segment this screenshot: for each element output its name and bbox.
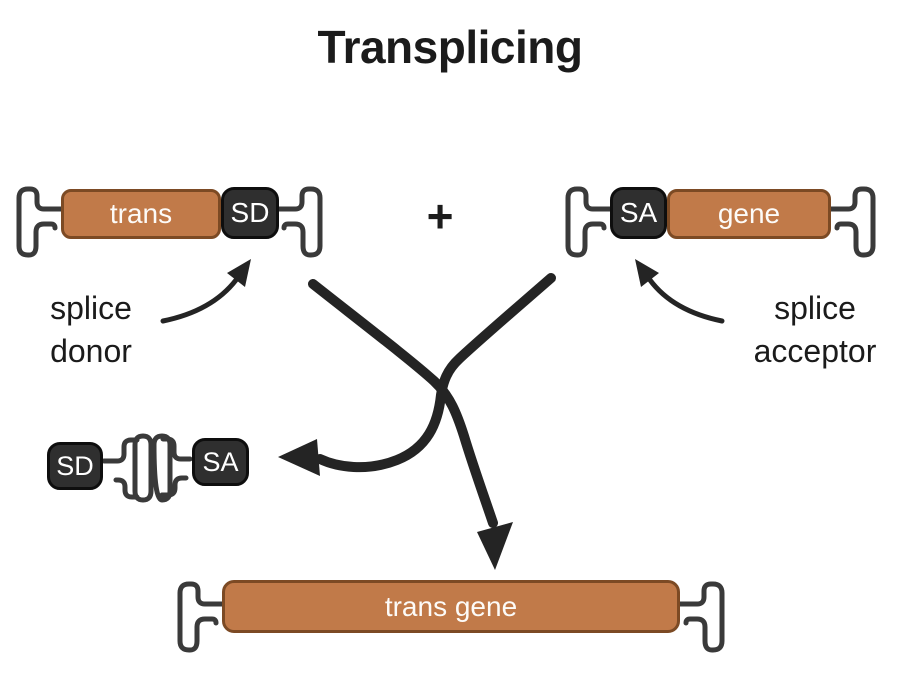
donor-vector-trans-segment: trans [61, 189, 221, 239]
itr-hairpin-icon [680, 584, 722, 650]
crossover-arrow-to-junction-icon [278, 273, 556, 476]
sa-segment-label: SA [619, 197, 658, 228]
splice-donor-label: splice donor [21, 287, 161, 373]
itr-hairpin-icon [568, 189, 610, 255]
trans-segment-label: trans [109, 198, 173, 229]
page-title: Transplicing [317, 21, 583, 73]
sd-segment-label: SD [230, 197, 270, 228]
splice-donor-arrow-icon [160, 259, 251, 324]
splice-acceptor-line1: splice [774, 290, 856, 326]
itr-hairpin-icon [831, 189, 873, 255]
junction-sd-segment: SD [47, 442, 103, 490]
junction-sa-segment: SA [192, 438, 249, 486]
splice-acceptor-label: splice acceptor [745, 287, 885, 373]
product-vector-trans-gene-segment: trans gene [222, 580, 680, 633]
junction-sa-label: SA [202, 446, 239, 477]
splice-acceptor-arrow-icon [635, 259, 725, 324]
joined-itr-junction-icon [101, 433, 193, 503]
plus-operator: + [426, 190, 454, 242]
acceptor-vector-gene-segment: gene [667, 189, 831, 239]
gene-segment-label: gene [717, 198, 781, 229]
itr-hairpin-icon [180, 584, 222, 650]
itr-hairpin-icon [278, 189, 320, 255]
crossover-arrow-to-product-icon [308, 279, 513, 570]
acceptor-vector-sa-segment: SA [610, 187, 667, 239]
splice-donor-line1: splice [50, 290, 132, 326]
splice-donor-line2: donor [50, 333, 132, 369]
trans-gene-segment-label: trans gene [384, 590, 518, 622]
donor-vector-sd-segment: SD [221, 187, 279, 239]
itr-hairpin-icon [19, 189, 61, 255]
splice-acceptor-line2: acceptor [753, 333, 877, 369]
junction-sd-label: SD [56, 450, 94, 481]
